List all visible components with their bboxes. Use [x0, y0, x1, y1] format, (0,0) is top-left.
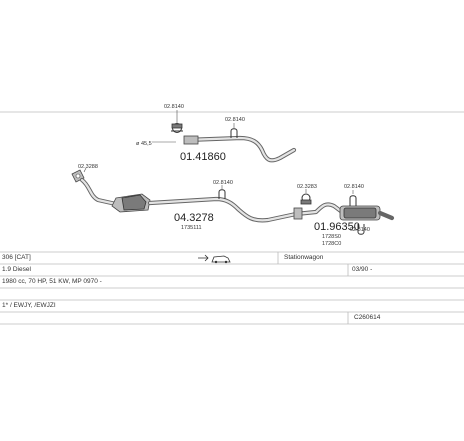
rear-pipe-flange	[293, 207, 303, 220]
bracket-top[interactable]	[230, 128, 238, 138]
rear-hanger-label: 02.8140	[344, 184, 364, 190]
front-pipe-flange	[183, 135, 199, 145]
rear-silencer[interactable]	[339, 205, 395, 221]
rear-clamp[interactable]	[300, 193, 312, 205]
centre-pipe[interactable]	[147, 196, 299, 223]
rear-pipe[interactable]	[293, 202, 345, 220]
front-pipe-size: 45,5	[141, 141, 152, 147]
bracket-low[interactable]	[357, 224, 365, 235]
manifold-clamp-leader	[83, 167, 87, 173]
cat-code: 04.3278	[174, 212, 214, 224]
model-name: 306 [CAT]	[2, 254, 31, 261]
engine-spec: 1980 cc, 70 HP, 51 KW, MP 0970 -	[2, 278, 102, 285]
bracket-low-label: 02.8140	[350, 227, 370, 233]
rear-sub2: 1728C0	[322, 241, 341, 247]
production-date: 03/90 -	[352, 266, 373, 273]
reference-code: C260614	[354, 314, 381, 321]
bracket-top-label: 02.8140	[225, 117, 245, 123]
catalytic-converter[interactable]	[111, 193, 151, 213]
car-wagon-icon	[211, 255, 231, 264]
cat-sub: 1735111	[181, 225, 202, 231]
rear-sub1: 1728S0	[322, 234, 341, 240]
clamp-top-label: 02.8140	[164, 104, 184, 110]
downpipe[interactable]	[79, 177, 119, 207]
front-pipe-code: 01.41860	[180, 151, 226, 163]
bracket-mid[interactable]	[218, 189, 226, 199]
manifold-clamp-label: 02.3288	[78, 164, 98, 170]
engine-codes: 1* / EWJY, /EWJZI	[2, 302, 56, 309]
diameter-symbol: ø	[136, 141, 140, 147]
body-type: Stationwagon	[284, 254, 324, 261]
engine-type: 1.9 Diesel	[2, 266, 31, 273]
rear-hanger[interactable]	[349, 195, 357, 206]
bracket-mid-label: 02.8140	[213, 180, 233, 186]
front-pipe[interactable]	[183, 135, 297, 163]
direction-arrow-icon	[198, 254, 209, 262]
top-clamp[interactable]	[171, 123, 183, 133]
rear-code: 01.96350	[314, 221, 360, 233]
rear-clamp-label: 02.3283	[297, 184, 317, 190]
